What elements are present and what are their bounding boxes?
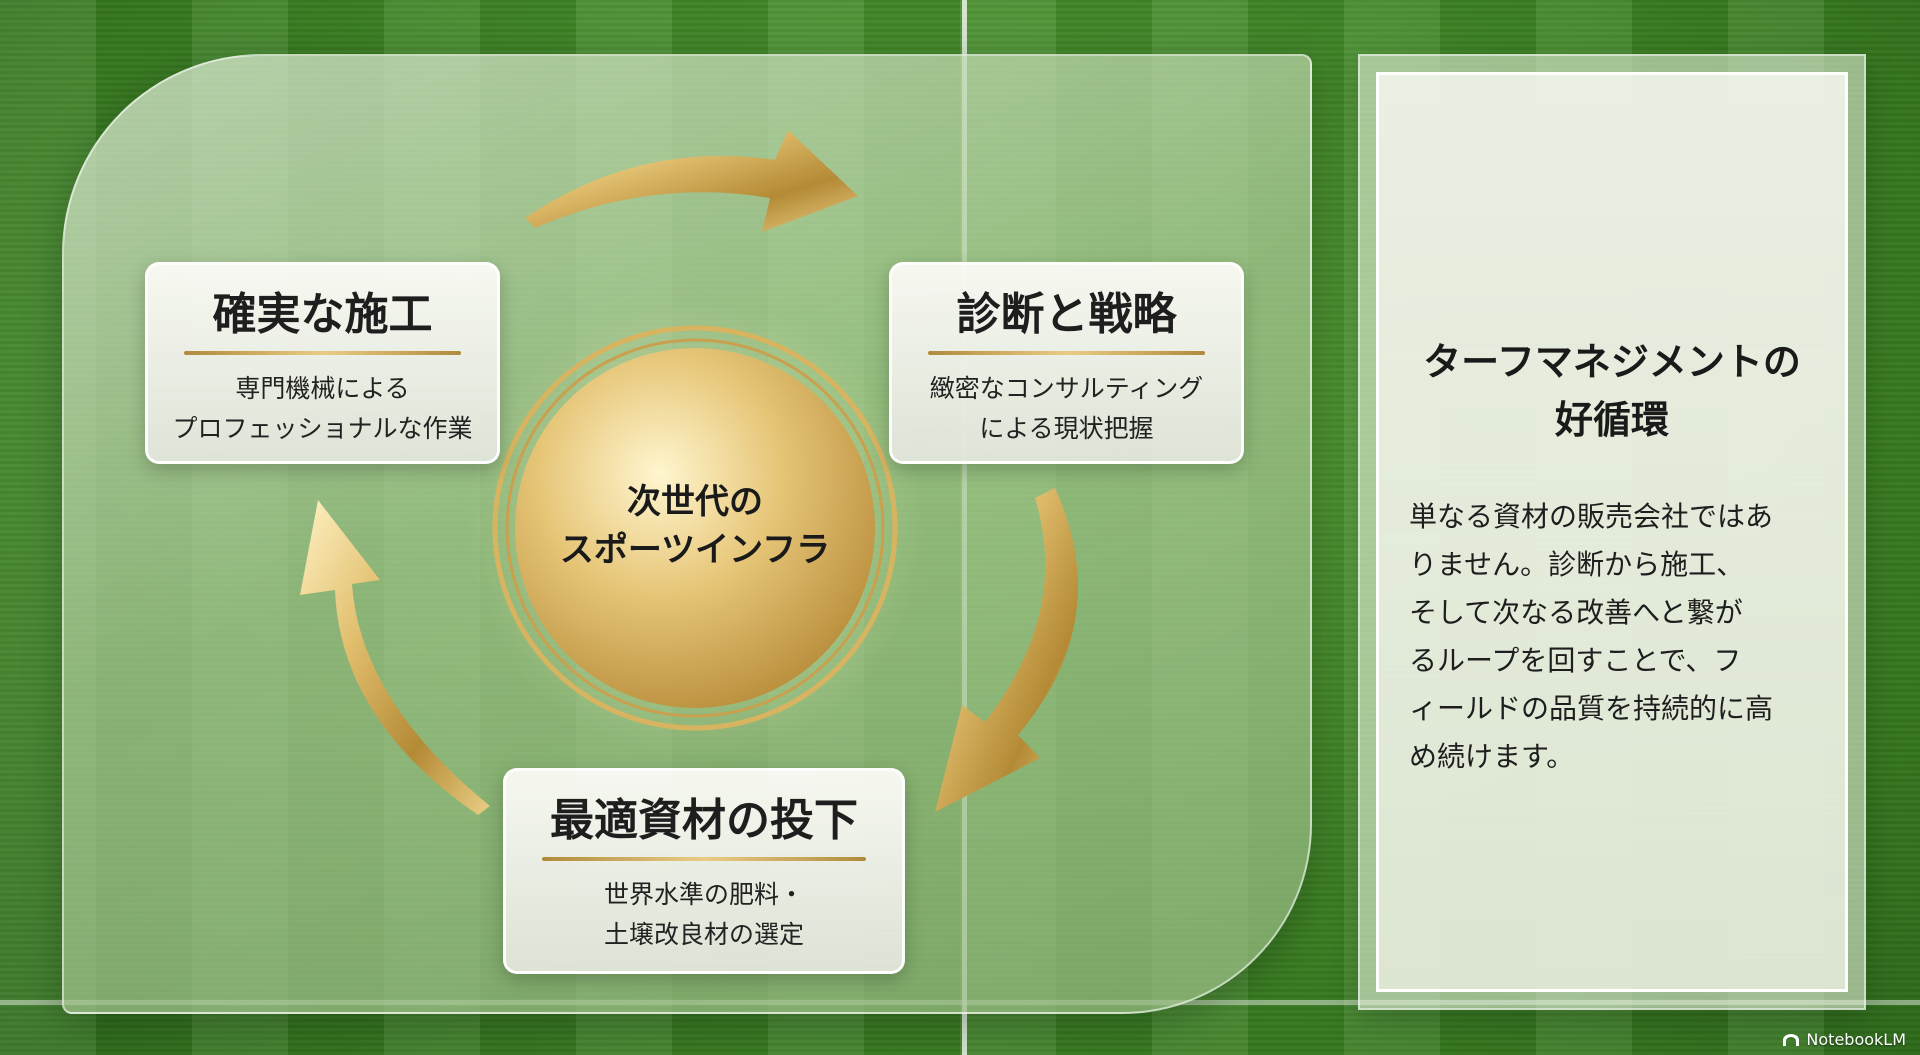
- step-description-line2: プロフェッショナルな作業: [172, 414, 473, 443]
- center-label-line2: スポーツインフラ: [559, 530, 831, 570]
- summary-panel: ターフマネジメントの 好循環 単なる資材の販売会社ではあ りません。診断から施工…: [1358, 54, 1866, 1010]
- step-description-line2: による現状把握: [979, 414, 1154, 443]
- step-description-line1: 緻密なコンサルティング: [929, 374, 1204, 403]
- step-card-construction: 確実な施工 専門機械による プロフェッショナルな作業: [145, 262, 500, 464]
- center-coin-ring: [505, 338, 885, 718]
- watermark-text: NotebookLM: [1806, 1030, 1906, 1049]
- step-title: 最適資材の投下: [550, 795, 858, 846]
- step-card-diagnosis: 診断と戦略 緻密なコンサルティング による現状把握: [889, 262, 1244, 464]
- cycle-arrow-left: [300, 500, 490, 815]
- center-coin: [515, 348, 875, 708]
- center-label-line1: 次世代の: [627, 482, 763, 522]
- notebooklm-logo-icon: [1783, 1033, 1800, 1046]
- summary-body: 単なる資材の販売会社ではあ りません。診断から施工、 そして次なる改善へと繋が …: [1409, 500, 1774, 773]
- cycle-arrow-top: [525, 130, 858, 232]
- gold-divider: [184, 351, 461, 355]
- center-coin-outer-ring: [492, 325, 898, 731]
- gold-divider: [542, 857, 866, 861]
- step-title: 確実な施工: [212, 289, 433, 340]
- center-label: 次世代の スポーツインフラ: [525, 478, 865, 574]
- step-title: 診断と戦略: [956, 289, 1177, 340]
- notebooklm-watermark: NotebookLM: [1782, 1030, 1906, 1049]
- cycle-arrow-right: [935, 488, 1078, 812]
- summary-title-line2: 好循環: [1554, 398, 1669, 442]
- summary-title-line1: ターフマネジメントの: [1423, 340, 1801, 384]
- step-description-line2: 土壌改良材の選定: [603, 920, 804, 949]
- step-card-materials: 最適資材の投下 世界水準の肥料・ 土壌改良材の選定: [503, 768, 905, 974]
- step-description-line1: 世界水準の肥料・: [603, 880, 804, 909]
- summary-card: ターフマネジメントの 好循環 単なる資材の販売会社ではあ りません。診断から施工…: [1376, 72, 1848, 992]
- gold-divider: [928, 351, 1205, 355]
- step-description-line1: 専門機械による: [235, 374, 410, 403]
- summary-title: ターフマネジメントの 好循環: [1379, 333, 1845, 449]
